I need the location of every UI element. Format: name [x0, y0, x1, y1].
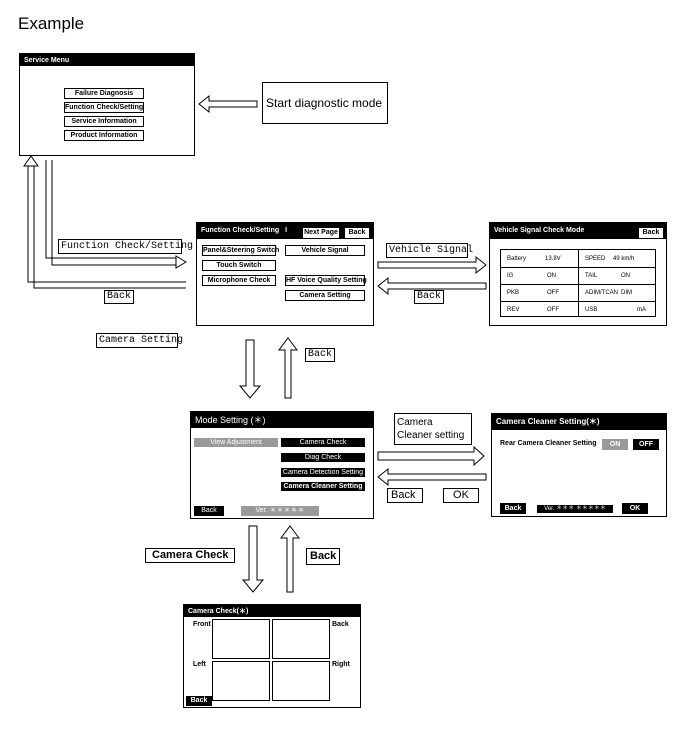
back-camera-view: [272, 619, 330, 659]
rev-key: REV: [507, 307, 520, 313]
speed-value: 49 km/h: [613, 256, 635, 262]
diag-check-button[interactable]: Diag Check: [281, 453, 365, 462]
battery-value: 13.8V: [545, 256, 561, 262]
vehicle-signal-screen: Vehicle Signal Check Mode Back Battery 1…: [489, 222, 667, 326]
cleaner-version: Ver. ＊＊＊ ＊＊＊＊＊: [537, 505, 613, 513]
function-check-label: Function Check/Setting: [58, 239, 193, 254]
service-menu-header: Service Menu: [20, 54, 194, 66]
usb-key: USB: [585, 307, 598, 313]
pkb-key: PKB: [507, 290, 520, 296]
view-adjustment-button[interactable]: View Adjustment: [194, 438, 278, 447]
speed-key: SPEED: [585, 256, 606, 262]
back-view-label: Back: [332, 621, 349, 628]
rev-value: OFF: [547, 307, 559, 313]
camera-setting-button[interactable]: Camera Setting: [285, 290, 365, 301]
camera-check-screen: Camera Check(＊) Front Back Left Right Ba…: [183, 604, 361, 708]
mode-setting-header: Mode Setting (＊): [191, 412, 373, 428]
camera-cleaner-screen: Camera Cleaner Setting(＊) Rear Camera Cl…: [491, 413, 667, 517]
cleaner-ok-button[interactable]: OK: [622, 503, 648, 514]
pkb-value: OFF: [547, 290, 559, 296]
camera-setting-label: Camera Setting: [96, 333, 183, 348]
microphone-check-button[interactable]: Microphone Check: [202, 275, 276, 286]
camera-cleaner-label-line1: Camera: [397, 417, 433, 428]
adim-key: ADIM/TCAN: [585, 290, 618, 296]
ig-value: ON: [547, 273, 556, 279]
back-label-5: Back: [306, 548, 340, 565]
back-label-2: Back: [414, 290, 444, 304]
back-label-3: Back: [305, 348, 335, 362]
usb-value: mA: [637, 307, 646, 313]
function-check-back-button[interactable]: Back: [344, 227, 370, 239]
battery-key: Battery: [507, 256, 527, 262]
cleaner-off-button[interactable]: OFF: [633, 439, 659, 450]
cleaner-back-button[interactable]: Back: [500, 503, 526, 514]
next-page-button[interactable]: Next Page: [302, 227, 340, 239]
signal-table: Battery 13.8V SPEED 49 km/h IG ON TAIL O…: [500, 249, 656, 317]
adim-value: DIM: [621, 290, 632, 296]
camera-check-label: Camera Check: [145, 548, 235, 563]
function-check-setting-button[interactable]: Function Check/Setting: [64, 102, 144, 113]
rear-camera-cleaner-label: Rear Camera Cleaner Setting: [500, 440, 597, 447]
left-view-label: Left: [193, 661, 206, 668]
front-camera-view: [212, 619, 270, 659]
mode-setting-back-button[interactable]: Back: [194, 506, 224, 516]
camera-cleaner-header: Camera Cleaner Setting(＊): [492, 414, 666, 430]
camera-cleaner-setting-button[interactable]: Camera Cleaner Setting: [281, 482, 365, 491]
function-check-title: Function Check/Setting: [201, 227, 280, 234]
service-information-button[interactable]: Service Information: [64, 116, 144, 127]
panel-steering-switch-button[interactable]: Panel&Steering Switch: [202, 245, 280, 256]
service-menu-screen: Service Menu Failure Diagnosis Function …: [19, 53, 195, 156]
tail-key: TAIL: [585, 273, 598, 279]
page-title: Example: [18, 14, 85, 33]
vehicle-signal-back-button[interactable]: Back: [638, 227, 664, 239]
camera-check-header: Camera Check(＊): [184, 605, 360, 617]
failure-diagnosis-button[interactable]: Failure Diagnosis: [64, 88, 144, 99]
camera-detection-setting-button[interactable]: Camera Detection Setting: [281, 468, 365, 477]
back-label-4: Back: [387, 488, 423, 503]
front-view-label: Front: [193, 621, 211, 628]
start-diagnostic-label: Start diagnostic mode: [262, 82, 388, 124]
hf-voice-quality-button[interactable]: HF Voice Quality Setting: [285, 275, 367, 286]
vehicle-signal-label: Vehicle Signal: [386, 243, 473, 258]
camera-cleaner-label-line2: Cleaner setting: [397, 430, 465, 441]
touch-switch-button[interactable]: Touch Switch: [202, 260, 276, 271]
camera-check-back-button[interactable]: Back: [186, 696, 212, 706]
cleaner-on-button[interactable]: ON: [602, 439, 628, 450]
function-check-screen: Function Check/Setting I Next Page Back …: [196, 222, 374, 326]
page-number: I: [285, 227, 288, 234]
back-label-1: Back: [104, 290, 134, 304]
mode-setting-screen: Mode Setting (＊) View Adjustment Camera …: [190, 411, 374, 519]
right-camera-view: [272, 661, 330, 701]
tail-value: ON: [621, 273, 630, 279]
vehicle-signal-header: Vehicle Signal Check Mode: [490, 223, 666, 239]
camera-check-button[interactable]: Camera Check: [281, 438, 365, 447]
right-view-label: Right: [332, 661, 350, 668]
mode-setting-version: Ver. ＊＊＊＊＊: [241, 506, 319, 516]
ig-key: IG: [507, 273, 514, 279]
vehicle-signal-button[interactable]: Vehicle Signal: [285, 245, 365, 256]
left-camera-view: [212, 661, 270, 701]
product-information-button[interactable]: Product Information: [64, 130, 144, 141]
ok-label: OK: [443, 488, 479, 503]
camera-cleaner-label: Camera Cleaner setting: [394, 413, 472, 445]
